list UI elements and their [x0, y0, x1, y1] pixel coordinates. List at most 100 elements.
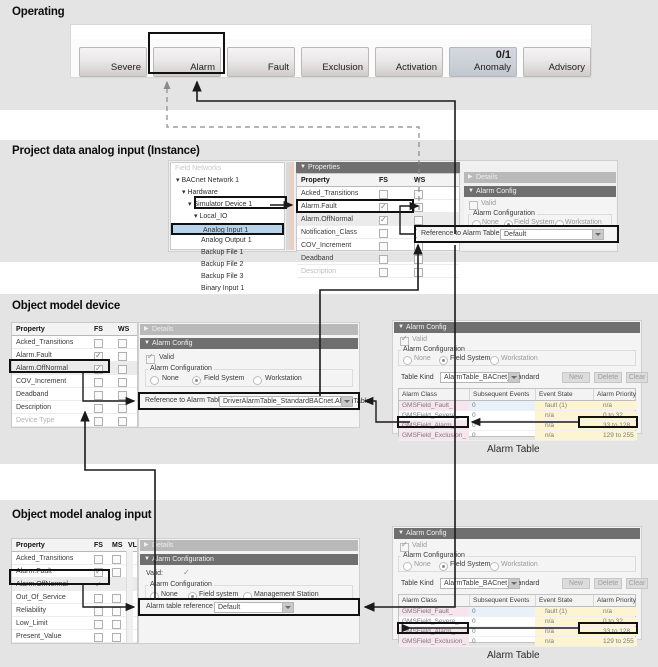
operating-button-activation[interactable]: Activation	[375, 47, 443, 77]
project-valid-checkbox[interactable]	[469, 201, 478, 210]
project-reference-combo[interactable]: Default	[500, 229, 604, 240]
table-row[interactable]: GMSField_Exclusion_ 0 n/a 129 to 255	[399, 431, 637, 441]
project-alarm-config-header[interactable]: ▼ Alarm Config	[464, 186, 616, 197]
ws-checkbox[interactable]	[118, 417, 127, 426]
operating-button-severe[interactable]: Severe	[79, 47, 147, 77]
table-row[interactable]: Acked_Transitions	[12, 552, 137, 565]
tree-node[interactable]: Binary Input 1	[171, 283, 284, 295]
table-row[interactable]: GMSField_Exclusion_ 0 n/a 129 to 255	[399, 637, 637, 647]
top-table-kind-combo[interactable]: AlarmTable_BACnet_Standard	[440, 372, 539, 383]
bottom-radio-none[interactable]	[403, 562, 412, 571]
tree-node[interactable]: Analog Output 1	[171, 235, 284, 247]
analog-reference-combo[interactable]: Default	[214, 602, 294, 613]
analog-alarm-config-header[interactable]: ▼ Alarm Configuration	[140, 554, 358, 565]
fs-checkbox[interactable]	[379, 229, 388, 238]
analog-valid-checkbox[interactable]	[182, 568, 191, 580]
bottom-delete-button[interactable]: Delete	[594, 578, 622, 589]
ws-checkbox[interactable]	[118, 404, 127, 413]
ms-checkbox[interactable]	[112, 633, 121, 642]
top-radio-none[interactable]	[403, 356, 412, 365]
device-details-header[interactable]: ▶ Details	[140, 324, 358, 335]
ws-checkbox[interactable]	[414, 190, 423, 199]
table-row[interactable]: Device Type	[12, 414, 137, 427]
device-radio-workstation[interactable]	[253, 376, 262, 385]
table-row[interactable]: Reliability	[12, 604, 137, 617]
ws-checkbox[interactable]	[118, 339, 127, 348]
table-row[interactable]: COV_Increment	[12, 375, 137, 388]
fs-checkbox[interactable]	[94, 620, 103, 629]
bottom-radio-field-system[interactable]	[439, 562, 448, 571]
bottom-table-kind-combo[interactable]: AlarmTable_BACnet_Standard	[440, 578, 539, 589]
fs-checkbox[interactable]	[379, 190, 388, 199]
ws-checkbox[interactable]	[118, 391, 127, 400]
fs-checkbox[interactable]	[379, 213, 388, 226]
ws-checkbox[interactable]	[414, 242, 423, 251]
top-delete-button[interactable]: Delete	[594, 372, 622, 383]
chevron-down-icon[interactable]	[282, 603, 293, 612]
table-row[interactable]: GMSField_Fault_ 0 fault (1) n/a	[399, 607, 637, 617]
tree-node[interactable]: Backup File 2	[171, 259, 284, 271]
device-radio-none[interactable]	[150, 376, 159, 385]
ws-checkbox[interactable]	[118, 365, 127, 374]
fs-checkbox[interactable]	[379, 242, 388, 251]
top-alarm-table-grid[interactable]: Alarm Class Subsequent Events Event Stat…	[398, 388, 637, 441]
fs-checkbox[interactable]	[94, 633, 103, 642]
tree-node[interactable]: Backup File 1	[171, 247, 284, 259]
fs-checkbox[interactable]	[94, 417, 103, 426]
device-reference-combo[interactable]: DriverAlarmTable_StandardBACnet.AlarmTab…	[219, 396, 370, 407]
operating-button-anomaly[interactable]: 0/1 Anomaly	[449, 47, 517, 77]
fs-checkbox[interactable]	[94, 378, 103, 387]
ws-checkbox[interactable]	[118, 352, 127, 361]
table-row[interactable]: Acked_Transitions	[12, 336, 137, 349]
fs-checkbox[interactable]	[94, 404, 103, 413]
table-row[interactable]: Alarm.Fault	[12, 349, 137, 362]
device-property-grid[interactable]: Property FS WS Acked_Transitions Alarm.F…	[11, 322, 138, 428]
fs-checkbox[interactable]	[379, 268, 388, 277]
ms-checkbox[interactable]	[112, 581, 121, 590]
fs-checkbox[interactable]	[379, 255, 388, 264]
chevron-down-icon[interactable]	[341, 397, 352, 406]
table-row[interactable]: GMSField_Fault_ 0 fault (1) n/a	[399, 401, 637, 411]
chevron-down-icon[interactable]	[592, 230, 603, 239]
table-row[interactable]: Description	[12, 401, 137, 414]
top-alarm-config-header[interactable]: ▼ Alarm Config	[394, 322, 640, 333]
device-valid-checkbox[interactable]	[146, 352, 155, 364]
table-row[interactable]: Deadband	[12, 388, 137, 401]
fs-checkbox[interactable]	[94, 555, 103, 564]
ws-checkbox[interactable]	[414, 203, 423, 212]
fs-checkbox[interactable]	[94, 594, 103, 603]
fs-checkbox[interactable]	[94, 391, 103, 400]
top-radio-workstation[interactable]	[490, 356, 499, 365]
project-details-header[interactable]: ▶ Details	[464, 172, 616, 183]
operating-button-fault[interactable]: Fault	[227, 47, 295, 77]
top-new-button[interactable]: New	[562, 372, 590, 383]
top-clear-button[interactable]: Clear	[626, 372, 648, 383]
tree-node[interactable]: ▾ Local_IO	[194, 213, 228, 220]
top-radio-field-system[interactable]	[439, 356, 448, 365]
bottom-alarm-table-grid[interactable]: Alarm Class Subsequent Events Event Stat…	[398, 594, 637, 647]
table-row[interactable]: Low_Limit	[12, 617, 137, 630]
operating-button-advisory[interactable]: Advisory	[523, 47, 591, 77]
fs-checkbox[interactable]	[94, 339, 103, 348]
analog-property-grid[interactable]: Property FS MS VL Acked_Transitions Alar…	[11, 538, 138, 644]
ms-checkbox[interactable]	[112, 568, 121, 577]
ms-checkbox[interactable]	[112, 607, 121, 616]
ws-checkbox[interactable]	[414, 268, 423, 277]
ms-checkbox[interactable]	[112, 594, 121, 603]
bottom-clear-button[interactable]: Clear	[626, 578, 648, 589]
ws-checkbox[interactable]	[414, 255, 423, 264]
ms-checkbox[interactable]	[112, 620, 121, 629]
device-radio-field-system[interactable]	[192, 376, 201, 385]
table-row[interactable]: GMSField_Severe_ 0 n/a 0 to 32	[399, 617, 637, 627]
tree-node[interactable]: Field Networks	[171, 163, 284, 175]
bottom-new-button[interactable]: New	[562, 578, 590, 589]
bottom-valid-checkbox[interactable]	[400, 540, 409, 552]
device-alarm-config-header[interactable]: ▼ Alarm Config	[140, 338, 358, 349]
table-row[interactable]: GMSField_Alarm_ 0 n/a 33 to 128	[399, 627, 637, 637]
ws-checkbox[interactable]	[414, 216, 423, 225]
table-row[interactable]: Present_Value	[12, 630, 137, 643]
ms-checkbox[interactable]	[112, 555, 121, 564]
tree-node[interactable]: Backup File 3	[171, 271, 284, 283]
analog-details-header[interactable]: ▶ Details	[140, 540, 358, 551]
ws-checkbox[interactable]	[118, 378, 127, 387]
